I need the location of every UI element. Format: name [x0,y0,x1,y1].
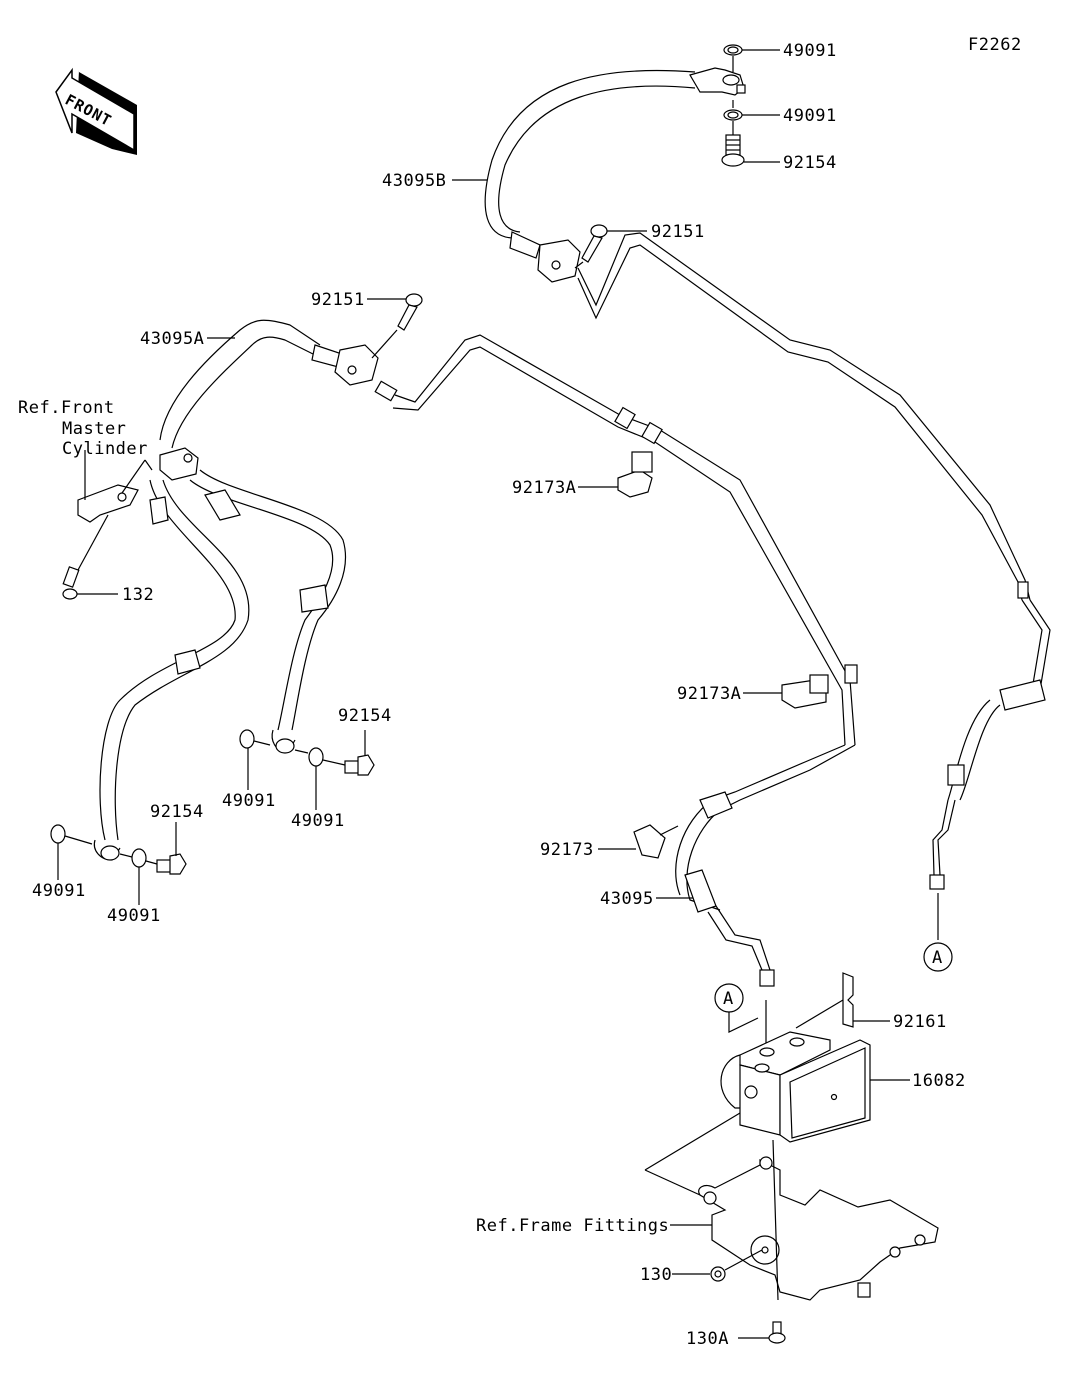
figure-code: F2262 [968,35,1022,55]
banjo-bolt-set-mid [239,729,375,810]
ref-master-cylinder-label: Master [62,419,126,439]
callout-92154: 92154 [150,802,204,822]
ref-master-cylinder-label: Ref.Front [18,398,115,418]
plate-92161 [842,972,854,1028]
callout-92173a: 92173A [677,684,741,704]
hose-43095a-branches [93,447,347,861]
clamp-92173a-upper [578,451,653,498]
callout-16082: 16082 [912,1071,966,1091]
abs-bracket [644,1112,939,1301]
callout-92151: 92151 [651,222,705,242]
clamp-92173a-lower [743,674,829,709]
callout-130: 130 [640,1265,672,1285]
callout-130a: 130A [686,1329,729,1349]
callout-92151: 92151 [311,290,365,310]
banjo-bolt-set-low [50,822,187,905]
callout-43095a: 43095A [140,329,204,349]
callout-49091: 49091 [783,41,837,61]
callout-132: 132 [122,585,154,605]
callout-43095b: 43095B [382,171,446,191]
ref-master-cylinder-label: Cylinder [62,439,148,459]
callout-92173: 92173 [540,840,594,860]
callout-92154: 92154 [783,153,837,173]
callout-49091: 49091 [32,881,86,901]
callout-49091: 49091 [222,791,276,811]
banjo-fitting-top [689,44,780,167]
clamp-92173 [598,824,679,859]
abs-unit-16082 [720,1031,871,1143]
callout-92173a: 92173A [512,478,576,498]
bolt-92151-left [367,293,423,359]
bolt-130 [672,1249,763,1282]
hose-43095a [159,319,858,987]
master-cylinder-bracket [62,450,153,600]
front-arrow-icon: FRONT [55,67,137,155]
callout-92161: 92161 [893,1012,947,1032]
bolt-130a [738,1321,786,1344]
callout-49091: 49091 [107,906,161,926]
ref-frame-fittings-label: Ref.Frame Fittings [476,1216,669,1236]
callout-49091: 49091 [291,811,345,831]
callout-49091: 49091 [783,106,837,126]
ref-a-label: A [932,948,943,968]
callout-92154: 92154 [338,706,392,726]
ref-a-label: A [723,989,734,1009]
ref-a-marker [923,942,953,972]
bolt-92151-right [574,224,647,269]
hose-43095b [484,69,1051,940]
callout-43095: 43095 [600,889,654,909]
